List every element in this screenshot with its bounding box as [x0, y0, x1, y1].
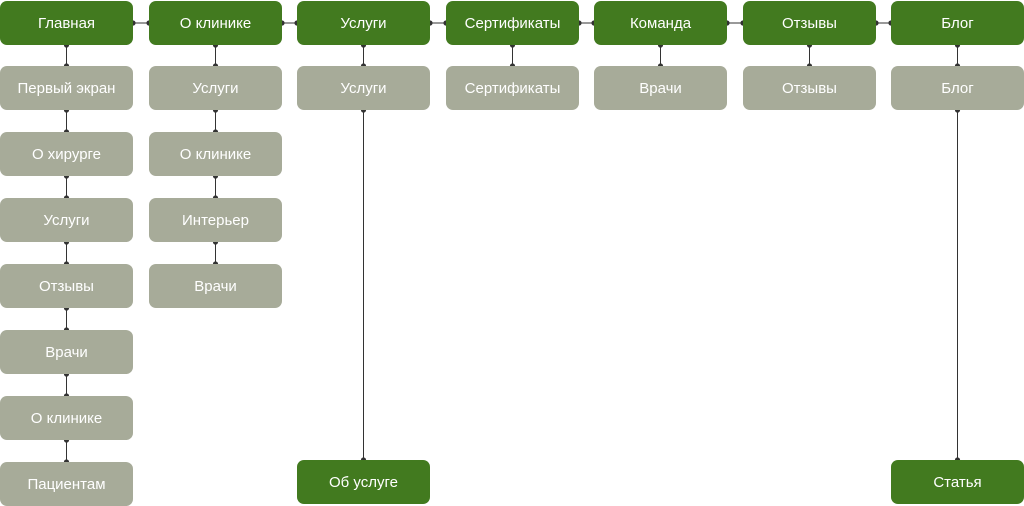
page-node-label: Услуги: [192, 79, 239, 97]
page-node-label: Отзывы: [782, 79, 837, 97]
page-node[interactable]: Первый экран: [0, 66, 133, 110]
section-node-4[interactable]: Команда: [594, 1, 727, 45]
page-node[interactable]: Услуги: [0, 198, 133, 242]
page-node-label: Услуги: [340, 79, 387, 97]
page-node-label: Отзывы: [39, 277, 94, 295]
page-node[interactable]: Сертификаты: [446, 66, 579, 110]
section-node-3[interactable]: Сертификаты: [446, 1, 579, 45]
page-node-label: Услуги: [43, 211, 90, 229]
section-node-3-label: Сертификаты: [464, 14, 561, 32]
page-node[interactable]: Пациентам: [0, 462, 133, 506]
page-node-label: Блог: [941, 79, 974, 97]
leaf-node-6-label: Статья: [933, 473, 982, 491]
page-node[interactable]: О клинике: [0, 396, 133, 440]
leaf-node-2-label: Об услуге: [329, 473, 398, 491]
section-node-2[interactable]: Услуги: [297, 1, 430, 45]
page-node[interactable]: Врачи: [594, 66, 727, 110]
page-node-label: Интерьер: [182, 211, 249, 229]
section-node-1-label: О клинике: [179, 14, 252, 32]
page-node-label: Врачи: [194, 277, 237, 295]
page-node-label: О хирурге: [31, 145, 102, 163]
page-node-label: О клинике: [179, 145, 252, 163]
page-node[interactable]: Отзывы: [743, 66, 876, 110]
leaf-node-6[interactable]: Статья: [891, 460, 1024, 504]
page-node[interactable]: О клинике: [149, 132, 282, 176]
section-node-5[interactable]: Отзывы: [743, 1, 876, 45]
page-node[interactable]: Интерьер: [149, 198, 282, 242]
section-node-5-label: Отзывы: [782, 14, 837, 32]
page-node[interactable]: Услуги: [297, 66, 430, 110]
page-node-label: Врачи: [45, 343, 88, 361]
section-node-1[interactable]: О клинике: [149, 1, 282, 45]
section-node-6-label: Блог: [941, 14, 974, 32]
leaf-node-2[interactable]: Об услуге: [297, 460, 430, 504]
page-node[interactable]: О хирурге: [0, 132, 133, 176]
page-node[interactable]: Врачи: [0, 330, 133, 374]
page-node[interactable]: Услуги: [149, 66, 282, 110]
section-node-6[interactable]: Блог: [891, 1, 1024, 45]
page-node-label: Сертификаты: [464, 79, 561, 97]
page-node[interactable]: Отзывы: [0, 264, 133, 308]
page-node[interactable]: Блог: [891, 66, 1024, 110]
page-node-label: Пациентам: [27, 475, 106, 493]
page-node-label: Первый экран: [17, 79, 116, 97]
page-node-label: О клинике: [30, 409, 103, 427]
section-node-0[interactable]: Главная: [0, 1, 133, 45]
page-node-label: Врачи: [639, 79, 682, 97]
section-node-2-label: Услуги: [340, 14, 387, 32]
page-node[interactable]: Врачи: [149, 264, 282, 308]
section-node-0-label: Главная: [37, 14, 96, 32]
section-node-4-label: Команда: [629, 14, 692, 32]
